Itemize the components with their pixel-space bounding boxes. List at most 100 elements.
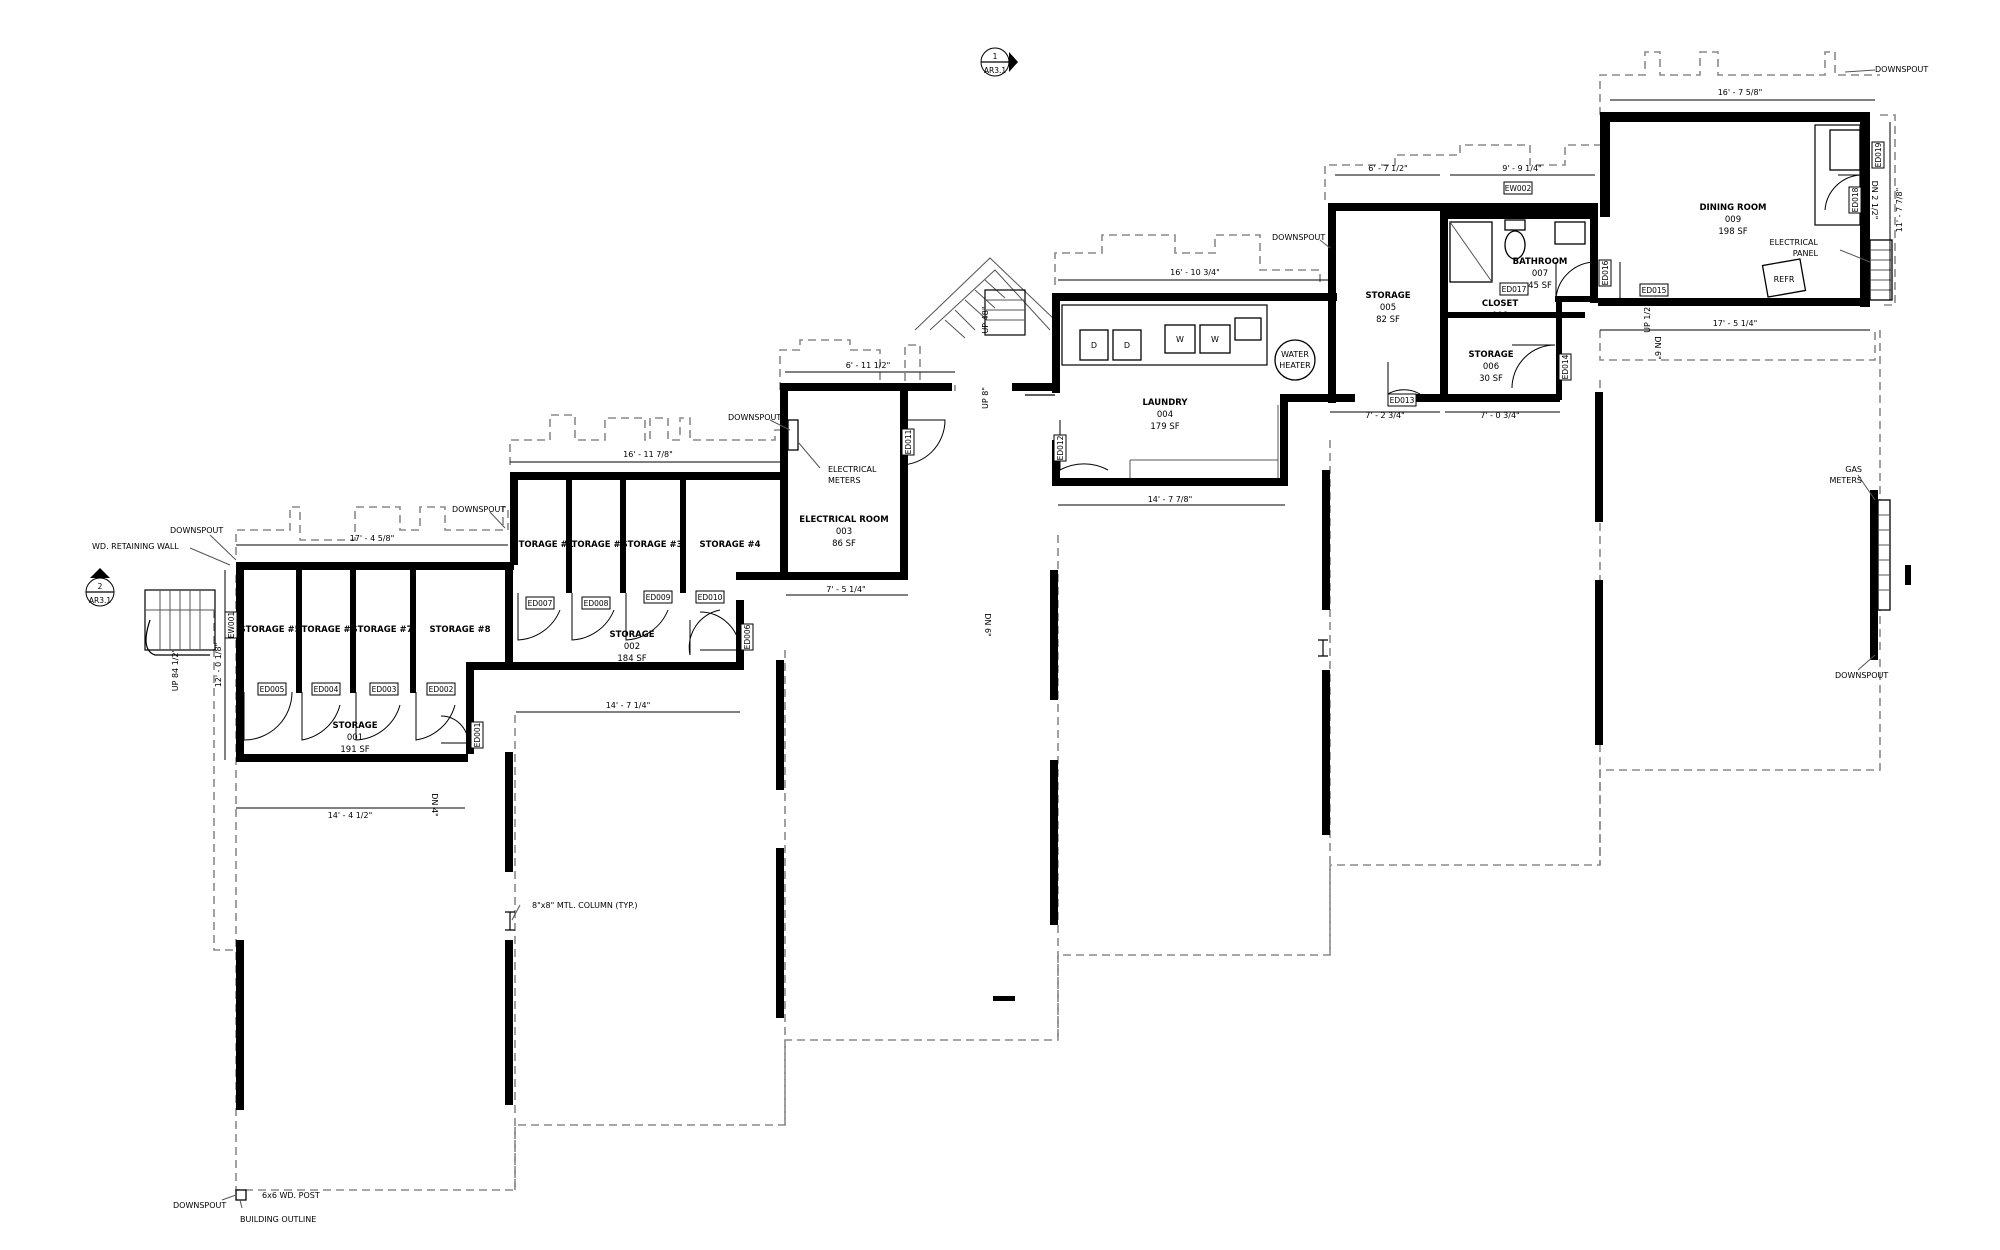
note-retaining-wall: WD. RETAINING WALL xyxy=(92,542,179,551)
dim-14-7-7-8: 14' - 7 7/8" xyxy=(1148,495,1193,504)
room-007-area: 45 SF xyxy=(1528,281,1552,291)
gas-meters xyxy=(1877,499,1891,611)
dim-14-4-1-2: 14' - 4 1/2" xyxy=(328,811,373,820)
door-tag-ed002: ED002 xyxy=(429,685,454,694)
dim-7-2-3-4: 7' - 2 3/4" xyxy=(1365,411,1404,420)
refrigerator xyxy=(1761,258,1807,298)
locker-6: STORAGE #6 xyxy=(295,625,356,635)
room-labels: STORAGE 001 191 SF STORAGE 002 184 SF EL… xyxy=(332,203,1766,755)
door-tag-ed008: ED008 xyxy=(584,599,609,608)
room-004-area: 179 SF xyxy=(1150,422,1179,432)
level-notes: UP 84 1/2" UP 48" UP 8" DN 6" DN 4" DN 6… xyxy=(171,181,1879,817)
room-004-number: 004 xyxy=(1157,410,1173,420)
door-tag-ew002: EW002 xyxy=(1505,184,1532,193)
dryer-1 xyxy=(1079,329,1109,361)
laundry-sink xyxy=(1234,317,1262,341)
room-008-number: 008 xyxy=(1492,311,1508,321)
door-tag-ed011: ED011 xyxy=(904,429,913,454)
room-005-number: 005 xyxy=(1380,303,1396,313)
dim-6-7-1-2: 6' - 7 1/2" xyxy=(1368,164,1407,173)
note-water-heater-1: WATER xyxy=(1281,350,1309,359)
locker-2: STORAGE #2 xyxy=(565,540,626,550)
walls xyxy=(236,112,1911,1110)
dimension-lines xyxy=(224,99,1891,809)
dim-7-5-1-4: 7' - 5 1/4" xyxy=(826,585,865,594)
dim-14-7-1-4: 14' - 7 1/4" xyxy=(606,701,651,710)
note-electrical-panel-1: ELECTRICAL xyxy=(1770,238,1819,247)
room-006-area: 30 SF xyxy=(1479,374,1503,384)
note-electrical-meters-1: ELECTRICAL xyxy=(828,465,877,474)
note-column: 8"x8" MTL. COLUMN (TYP.) xyxy=(532,901,638,910)
door-tag-ed019: ED019 xyxy=(1874,142,1883,167)
section-2-number: 2 xyxy=(98,582,103,591)
exterior-stair-left xyxy=(144,589,216,656)
locker-1: STORAGE #1 xyxy=(512,540,573,550)
door-tag-ed003: ED003 xyxy=(372,685,397,694)
note-post: 6x6 WD. POST xyxy=(262,1191,320,1200)
dim-9-9-1-4: 9' - 9 1/4" xyxy=(1502,164,1541,173)
electrical-meters xyxy=(787,419,799,451)
note-gas-meters-1: GAS xyxy=(1845,465,1862,474)
note-downspout-4: DOWNSPOUT xyxy=(452,505,505,514)
water-heater xyxy=(1274,339,1316,381)
washer-1 xyxy=(1164,324,1196,354)
stair-up-12: UP 1/2" xyxy=(1643,303,1652,333)
room-008-name: CLOSET xyxy=(1482,299,1519,309)
section-marker-1: 1 AR3.1 xyxy=(980,47,1018,77)
toilet xyxy=(1504,230,1526,260)
note-downspout-1: DOWNSPOUT xyxy=(1875,65,1928,74)
stair-dn-4: DN 4" xyxy=(430,793,439,816)
dim-12-0-1-8: 12' - 0 1/8" xyxy=(214,643,223,688)
room-005-area: 82 SF xyxy=(1376,315,1400,325)
note-gas-meters-2: METERS xyxy=(1829,476,1862,485)
room-003-number: 003 xyxy=(836,527,852,537)
room-006-name: STORAGE xyxy=(1468,350,1513,360)
building-outline-dashed xyxy=(213,51,1896,1191)
room-001-area: 191 SF xyxy=(340,745,369,755)
section-1-sheet: AR3.1 xyxy=(984,66,1006,75)
door-tag-ed005: ED005 xyxy=(260,685,285,694)
leader-lines xyxy=(189,69,1876,1209)
note-refr: REFR xyxy=(1774,275,1795,284)
dimension-text: 17' - 4 5/8" 16' - 11 7/8" 6' - 11 1/2" … xyxy=(214,88,1904,820)
note-downspout-2: DOWNSPOUT xyxy=(1272,233,1325,242)
dim-17-5-1-4: 17' - 5 1/4" xyxy=(1713,319,1758,328)
note-water-heater-2: HEATER xyxy=(1279,361,1311,370)
locker-3: STORAGE #3 xyxy=(621,540,682,550)
section-2-sheet: AR3.1 xyxy=(89,596,111,605)
door-tag-ed006: ED006 xyxy=(743,624,752,649)
room-006-number: 006 xyxy=(1483,362,1499,372)
door-tag-ed015: ED015 xyxy=(1642,286,1667,295)
door-tag-ed001: ED001 xyxy=(473,722,482,747)
note-building-outline: BUILDING OUTLINE xyxy=(240,1215,316,1224)
stair-up-84: UP 84 1/2" xyxy=(171,649,180,692)
room-009-number: 009 xyxy=(1725,215,1741,225)
stair-up-8: UP 8" xyxy=(981,387,990,409)
door-tag-ed016: ED016 xyxy=(1601,260,1610,285)
washer-2 xyxy=(1199,324,1231,354)
door-tag-ed012: ED012 xyxy=(1056,435,1065,460)
door-tag-ed007: ED007 xyxy=(528,599,553,608)
door-tag-ed014: ED014 xyxy=(1561,354,1570,379)
dryer-2-label: D xyxy=(1124,341,1130,350)
room-002-number: 002 xyxy=(624,642,640,652)
dim-16-11-7-8: 16' - 11 7/8" xyxy=(623,450,673,459)
note-downspout-3: DOWNSPOUT xyxy=(728,413,781,422)
locker-8: STORAGE #8 xyxy=(429,625,490,635)
stair-dn-6b: DN 6" xyxy=(1653,336,1662,359)
room-009-area: 198 SF xyxy=(1718,227,1747,237)
dim-6-11-1-2: 6' - 11 1/2" xyxy=(846,361,891,370)
note-downspout-7: DOWNSPOUT xyxy=(173,1201,226,1210)
fixtures xyxy=(235,124,1893,1201)
stair-dn-212: DN 2 1/2" xyxy=(1870,181,1879,220)
door-tag-ew001: EW001 xyxy=(227,612,236,639)
door-tag-ed017: ED017 xyxy=(1502,285,1527,294)
note-electrical-meters-2: METERS xyxy=(828,476,861,485)
dryer-2 xyxy=(1112,329,1142,361)
section-marker-2: 2 AR3.1 xyxy=(85,568,115,607)
locker-5: STORAGE #5 xyxy=(239,625,300,635)
door-tag-ed004: ED004 xyxy=(314,685,339,694)
room-003-name: ELECTRICAL ROOM xyxy=(799,515,888,525)
room-002-area: 184 SF xyxy=(617,654,646,664)
